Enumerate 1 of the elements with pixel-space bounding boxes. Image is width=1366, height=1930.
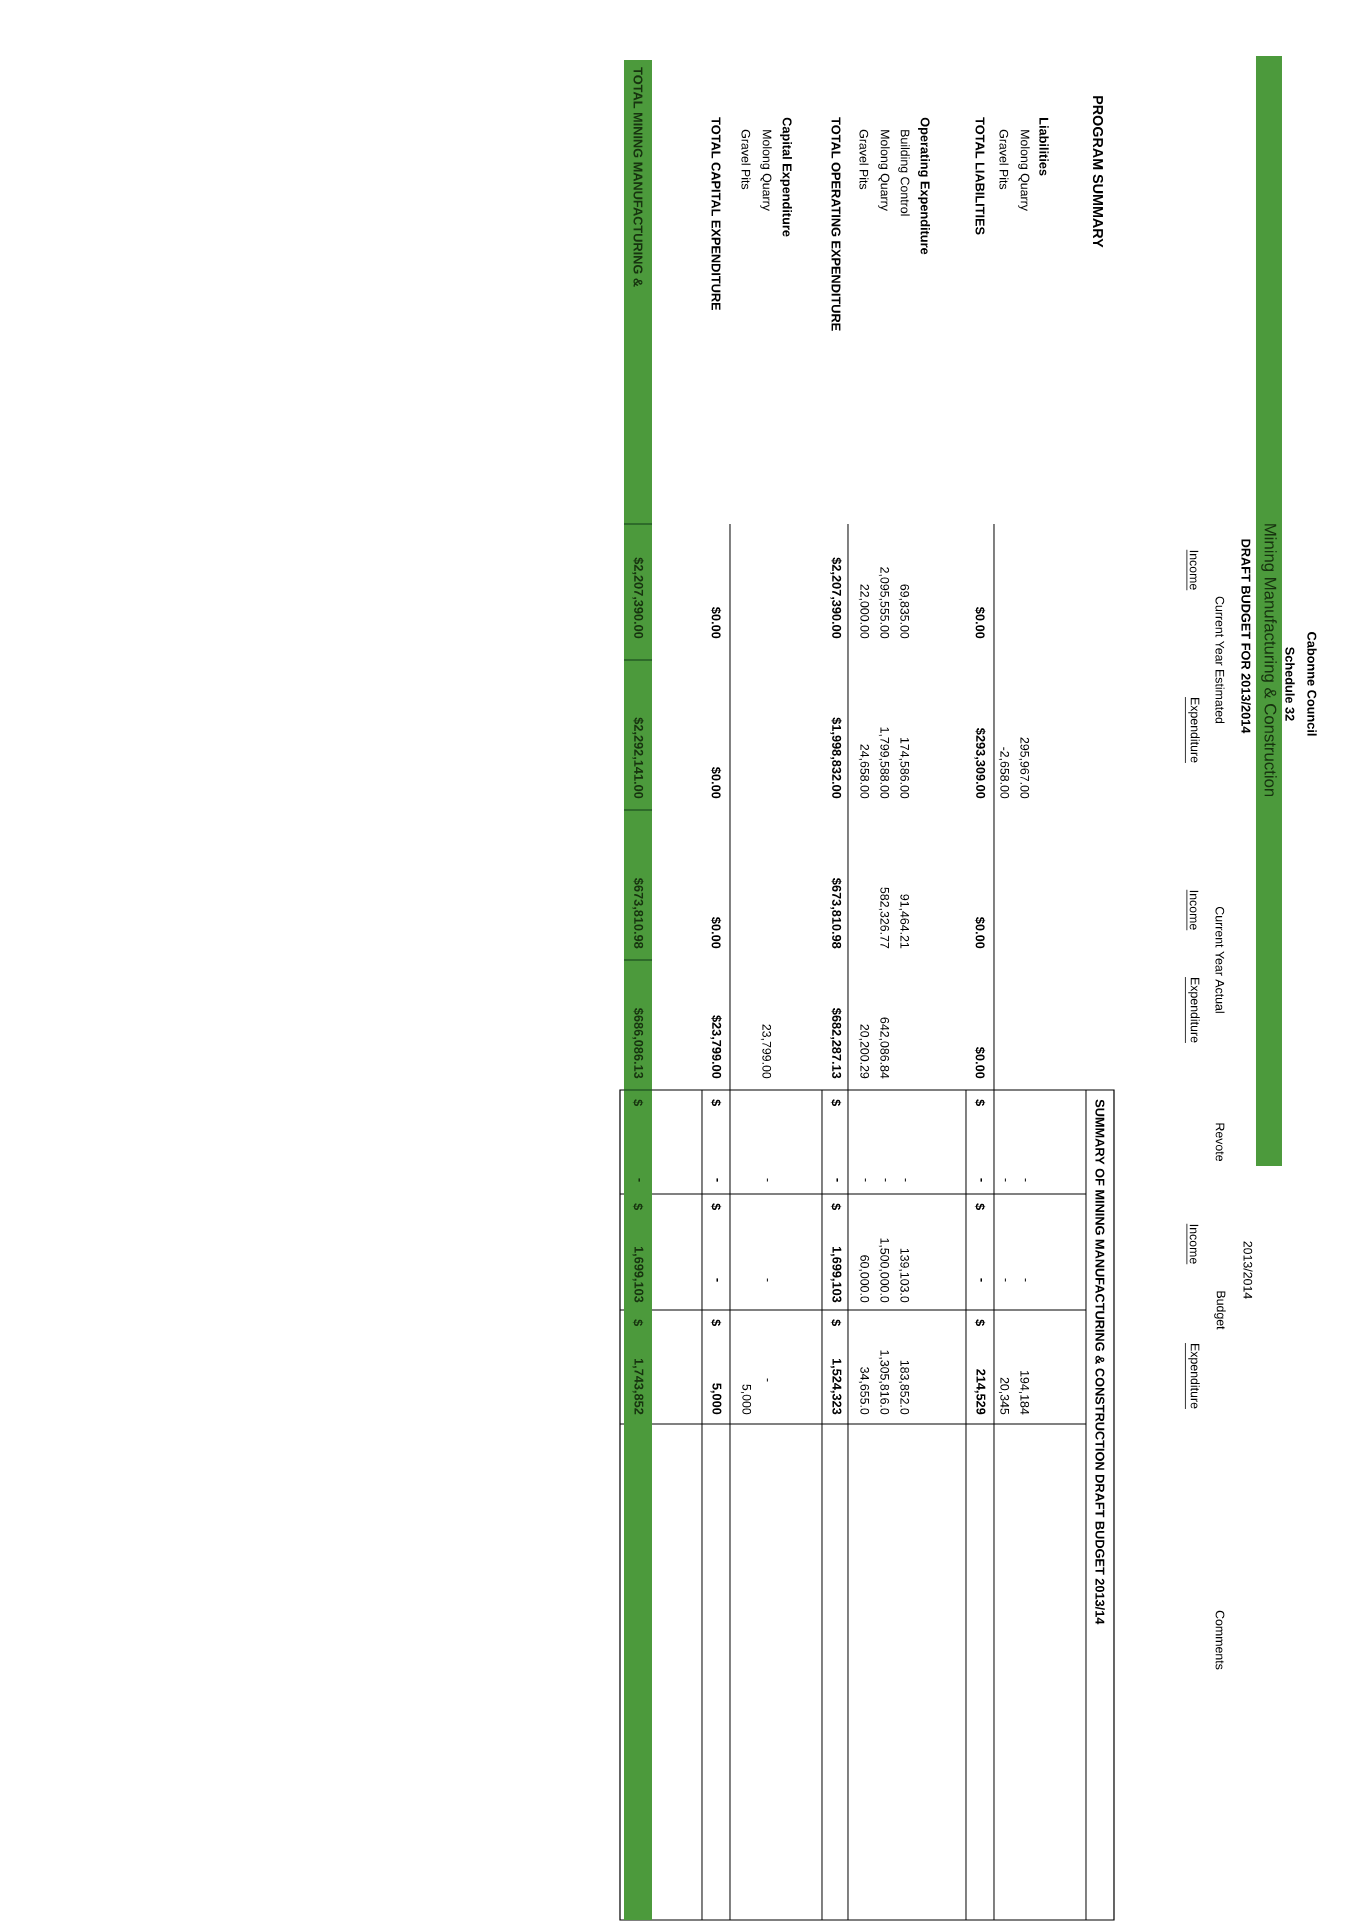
title-band: Mining Manufacturing & Construction (1256, 56, 1282, 1166)
